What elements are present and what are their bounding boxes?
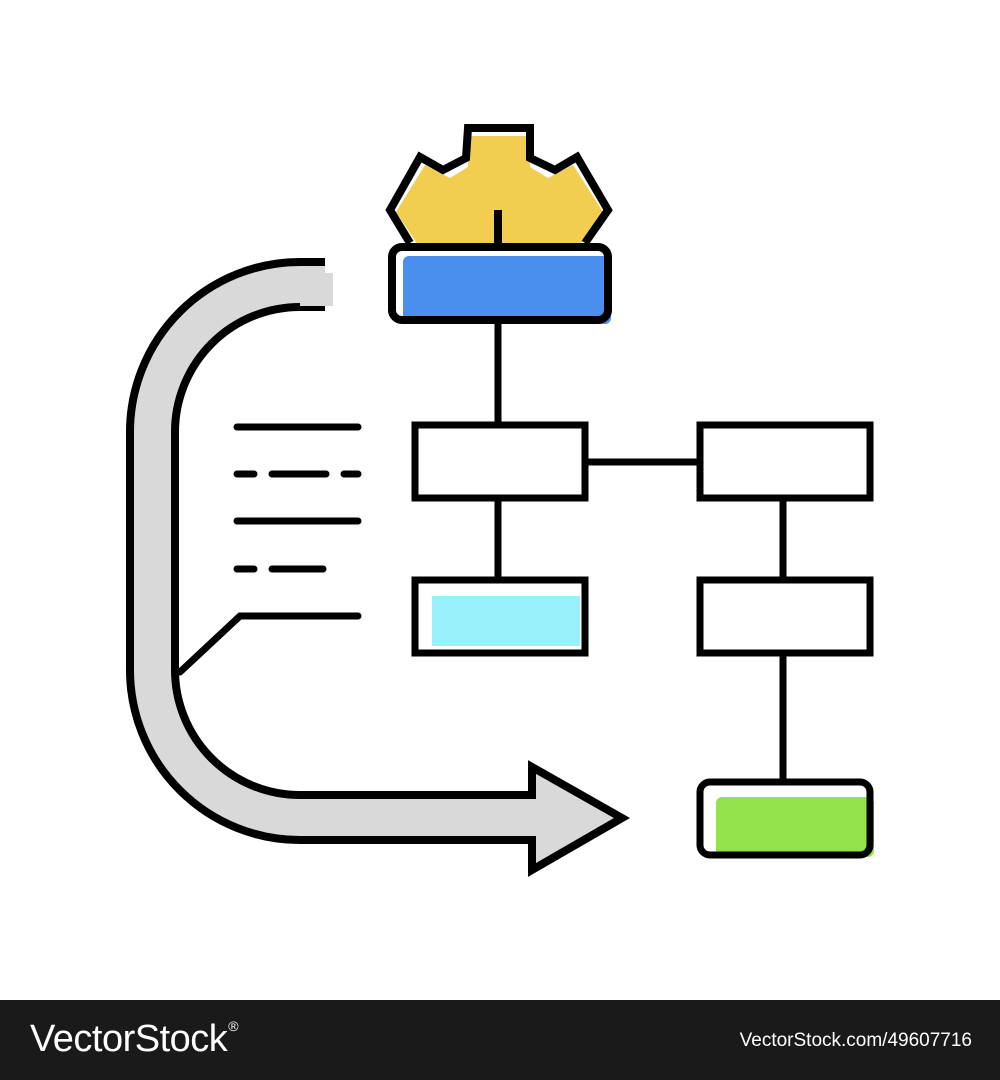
gear-outline [385,124,613,246]
text-pointer-line [176,612,362,676]
top-node-outline [388,243,612,324]
flow-box-2-outline [411,576,589,657]
curved-arrow-tail-highlight [300,273,333,306]
gear-icon [385,124,613,250]
curved-arrow-body [126,258,631,877]
top-node-fill [403,256,611,324]
top-process-node [388,243,612,324]
text-lines-icon [176,423,362,676]
registered-mark: ® [228,1018,239,1034]
end-node-fill [716,797,874,857]
end-node-outline [696,778,874,859]
brand-logo: VectorStock® [30,1018,239,1061]
flow-box-4 [696,576,874,657]
image-id: VectorStock.com/49607716 [739,1030,972,1051]
flow-box-2-fill [432,596,580,646]
curved-arrow-icon [126,258,631,877]
brand-name: VectorStock [30,1018,228,1060]
flow-connectors [494,320,787,782]
illustration-canvas [126,124,874,877]
workflow-illustration [126,124,874,877]
flow-box-2 [411,576,589,657]
flow-box-3 [696,421,874,502]
end-node [696,778,874,859]
flow-box-1 [411,421,589,502]
gear-fill [396,136,603,245]
watermark-footer: VectorStock® VectorStock.com/49607716 [0,1000,1000,1080]
